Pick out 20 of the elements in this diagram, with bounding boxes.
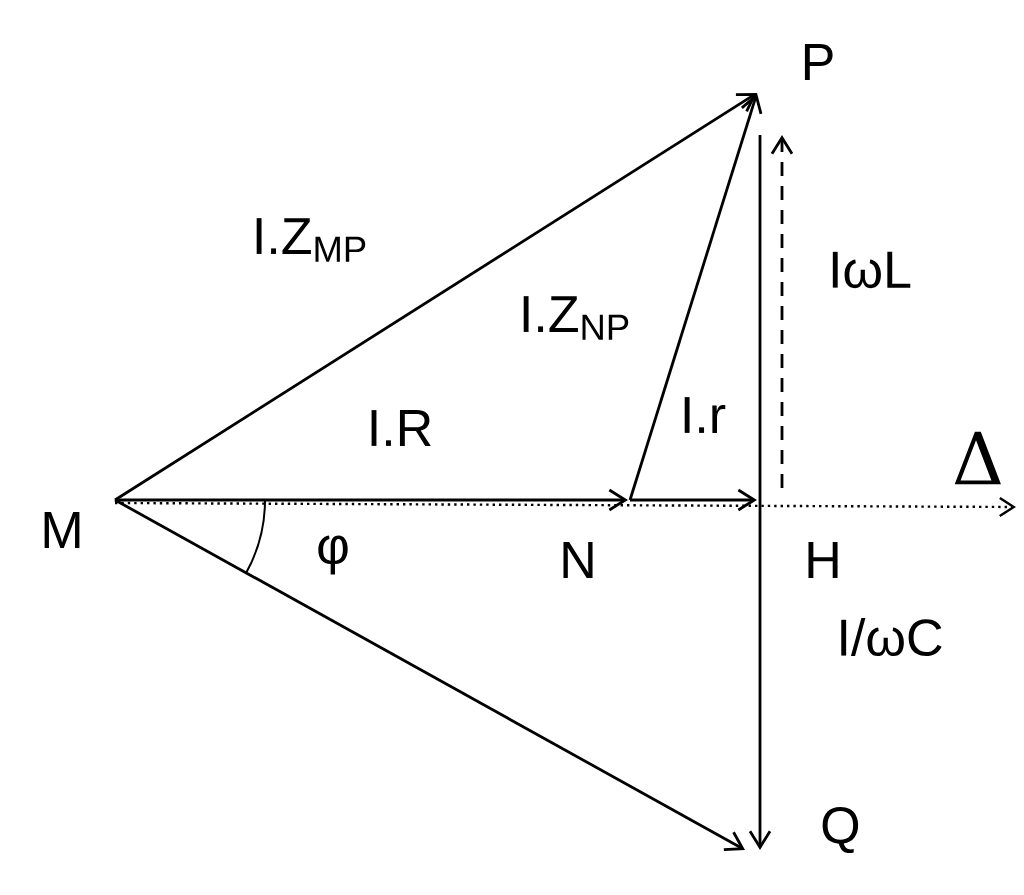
arrow	[748, 135, 772, 850]
edge-label: I.R	[371, 410, 431, 446]
point-label: N	[563, 542, 593, 578]
edge-label: I/ωC	[841, 617, 942, 657]
angle-label: φ	[318, 535, 348, 575]
arrow	[114, 93, 757, 502]
edge-label: I.r	[684, 397, 726, 433]
edge-label: I.Z$_{NP}$	[523, 296, 629, 340]
arrow	[114, 498, 745, 852]
arrow	[115, 488, 628, 512]
edge-label: IωL	[832, 251, 911, 289]
arrow	[770, 135, 794, 488]
axis-label: Δ	[954, 431, 1001, 485]
point-label: Q	[822, 806, 859, 854]
arrow	[628, 93, 763, 501]
point-label: P	[804, 44, 833, 80]
arrow	[630, 488, 757, 512]
point-label: M	[44, 512, 80, 548]
point-label: H	[808, 542, 838, 578]
edge-label: I.Z$_{MP}$	[256, 218, 366, 262]
